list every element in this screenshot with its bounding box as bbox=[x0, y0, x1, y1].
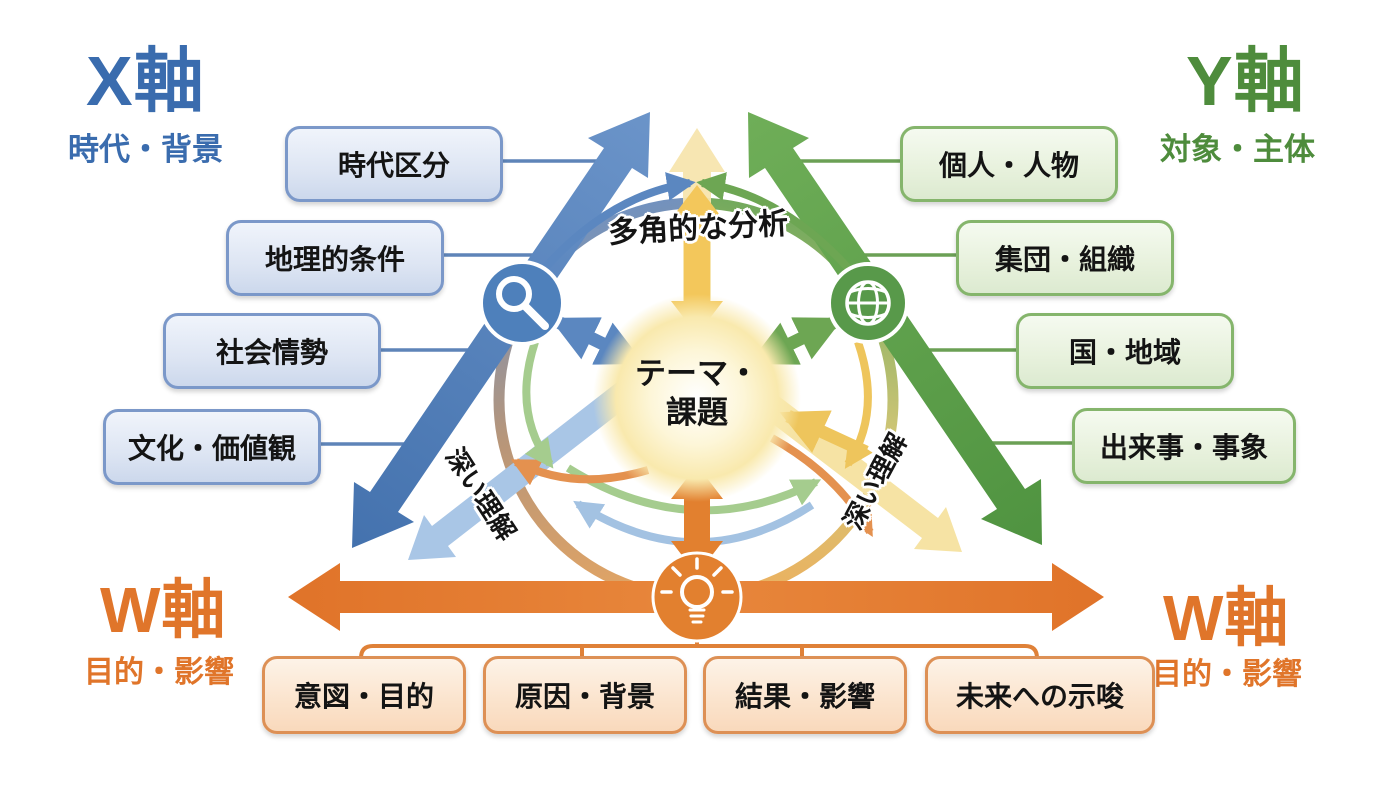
x-axis-box-geography: 地理的条件 bbox=[226, 220, 444, 296]
w-axis-title-left: W軸 bbox=[100, 574, 227, 646]
x-axis-box-culture: 文化・価値観 bbox=[103, 409, 321, 485]
x-axis-box-era: 時代区分 bbox=[285, 126, 503, 202]
y-axis-subtitle: 対象・主体 bbox=[1160, 132, 1315, 167]
w-axis-box-future: 未来への示唆 bbox=[925, 656, 1155, 734]
theme-label-line2: 課題 bbox=[666, 394, 728, 430]
y-axis-box-event: 出来事・事象 bbox=[1072, 408, 1296, 484]
x-axis-title: X軸 bbox=[86, 42, 205, 120]
y-axis-box-individual: 個人・人物 bbox=[900, 126, 1118, 202]
w-axis-box-result: 結果・影響 bbox=[703, 656, 907, 734]
x-axis-subtitle: 時代・背景 bbox=[68, 132, 223, 167]
x-axis-box-society: 社会情勢 bbox=[163, 313, 381, 389]
theme-glow bbox=[593, 294, 801, 502]
theme-label-line1: テーマ・ bbox=[635, 356, 759, 391]
globe-icon bbox=[827, 262, 909, 344]
theme-label: テーマ・ 課題 bbox=[612, 355, 782, 433]
y-axis-title: Y軸 bbox=[1186, 42, 1305, 120]
w-axis-subtitle-right: 目的・影響 bbox=[1152, 658, 1302, 691]
w-axis-box-intent: 意図・目的 bbox=[262, 656, 466, 734]
y-axis-box-group: 集団・組織 bbox=[956, 220, 1174, 296]
search-icon bbox=[479, 260, 565, 346]
analysis-ring bbox=[493, 197, 899, 603]
w-axis-subtitle-left: 目的・影響 bbox=[84, 656, 234, 689]
y-axis-box-region: 国・地域 bbox=[1016, 313, 1234, 389]
w-axis-title-right: W軸 bbox=[1163, 582, 1290, 654]
lightbulb-icon bbox=[651, 551, 743, 643]
w-axis-box-cause: 原因・背景 bbox=[483, 656, 687, 734]
